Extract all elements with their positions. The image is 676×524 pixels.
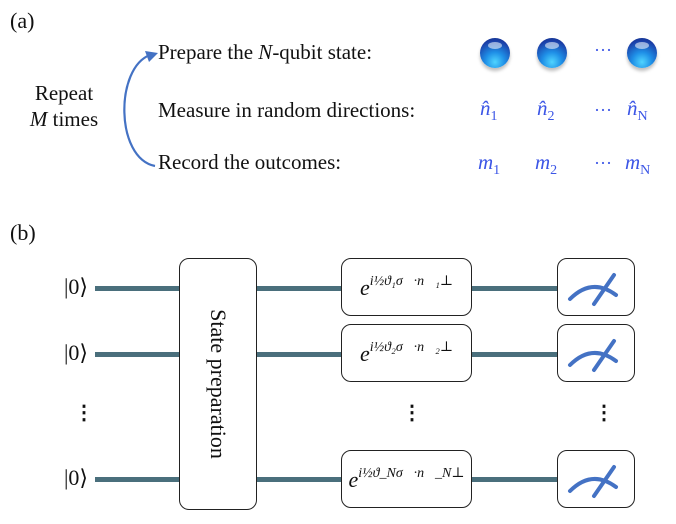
meter-icon bbox=[568, 339, 618, 372]
rotation-gate-1-formula: ei½ϑ₁σ⃗·n⃗₁⊥ bbox=[359, 274, 454, 300]
measurement-n bbox=[557, 450, 635, 508]
measurement-1 bbox=[557, 258, 635, 316]
qubit-wire-1 bbox=[95, 286, 560, 291]
direction-ellipsis: ··· bbox=[594, 100, 612, 120]
repeat-caption: Repeat M times bbox=[22, 80, 106, 132]
input-ket-1: |0⟩ bbox=[64, 274, 88, 299]
panel-a-label: (a) bbox=[10, 8, 35, 33]
rotation-gate-n: ei½ϑ_Nσ⃗·n⃗_N⊥ bbox=[341, 450, 472, 508]
input-ket-n: |0⟩ bbox=[64, 465, 88, 490]
repeat-count-var: M bbox=[29, 107, 48, 131]
arrow-head-icon bbox=[145, 51, 158, 62]
rotation-gate-1: ei½ϑ₁σ⃗·n⃗₁⊥ bbox=[341, 258, 472, 316]
outcome-1: m1 bbox=[478, 150, 501, 179]
step-prepare-var: N bbox=[258, 40, 273, 64]
panel-b-label: (b) bbox=[10, 220, 36, 245]
repeat-loop-arrow bbox=[123, 51, 158, 168]
meter-icon bbox=[568, 465, 618, 498]
direction-2: n̂2 bbox=[537, 96, 555, 125]
step-measure: Measure in random directions: bbox=[158, 98, 416, 122]
step-record: Record the outcomes: bbox=[158, 150, 342, 174]
outcome-ellipsis: ··· bbox=[594, 153, 612, 173]
step-prepare-pre: Prepare the bbox=[158, 40, 259, 64]
rotation-gate-n-formula: ei½ϑ_Nσ⃗·n⃗_N⊥ bbox=[348, 466, 465, 492]
state-preparation-block: State preparation bbox=[179, 258, 257, 510]
qubit-sphere-1 bbox=[480, 38, 510, 68]
qubit-sphere-2 bbox=[537, 38, 567, 68]
gate-vdots: ⋮ bbox=[402, 402, 422, 424]
measurement-vdots: ⋮ bbox=[594, 402, 614, 424]
measurement-2 bbox=[557, 324, 635, 382]
qubit-sphere-n bbox=[627, 38, 657, 68]
rotation-gate-2: ei½ϑ₂σ⃗·n⃗₂⊥ bbox=[341, 324, 472, 382]
rotation-gate-2-formula: ei½ϑ₂σ⃗·n⃗₂⊥ bbox=[359, 340, 454, 366]
direction-1: n̂1 bbox=[480, 96, 498, 125]
outcome-n: mN bbox=[625, 150, 651, 179]
qubit-wire-n bbox=[95, 477, 560, 482]
repeat-line-1: Repeat bbox=[34, 81, 94, 105]
qubit-ellipsis: ··· bbox=[594, 40, 612, 60]
input-ket-2: |0⟩ bbox=[64, 340, 88, 365]
repeat-times-text: times bbox=[47, 107, 99, 131]
step-prepare: Prepare the N-qubit state: bbox=[158, 40, 372, 65]
repeat-line-2: M times bbox=[22, 106, 106, 132]
step-prepare-post: -qubit state: bbox=[272, 40, 373, 64]
input-vdots: ⋮ bbox=[74, 402, 94, 424]
qubit-wire-2 bbox=[95, 352, 560, 357]
outcome-2: m2 bbox=[535, 150, 558, 179]
meter-icon bbox=[568, 273, 618, 306]
state-preparation-label: State preparation bbox=[206, 309, 231, 459]
direction-n: n̂N bbox=[627, 96, 648, 125]
